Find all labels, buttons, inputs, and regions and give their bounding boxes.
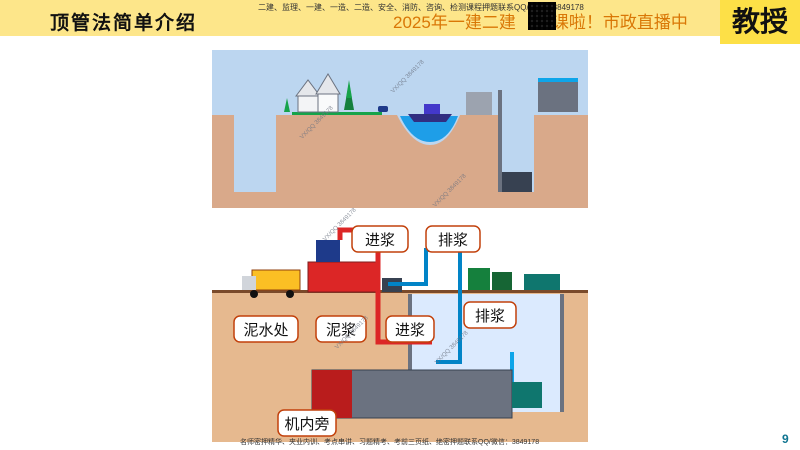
- label-inlet-top-text: 进浆: [365, 231, 395, 249]
- ad-banner-text-head: 2025年一建二建: [393, 13, 516, 32]
- label-slurry-treatment-text: 泥水处: [243, 322, 288, 339]
- equipment-building: [466, 92, 492, 115]
- top-banner: 顶管法简单介绍 二建、监理、一建、一造、二造、安全、消防、咨询、检测课程押题联系…: [0, 0, 800, 36]
- control-room: [524, 274, 560, 290]
- label-machine-side: 机内旁: [277, 409, 337, 437]
- slurry-system-diagram: 进浆 排浆 泥水处 泥浆 进浆 排浆 机内旁: [212, 222, 588, 442]
- jacking-machine: [502, 172, 532, 192]
- label-discharge-top: 排浆: [425, 225, 481, 253]
- river-water: [400, 116, 458, 142]
- label-inlet-left: 进浆: [385, 315, 435, 343]
- tree-icon: [284, 80, 354, 112]
- ad-banner-text-tail: 课啦！市政直播中: [551, 13, 688, 32]
- jacking-cylinder: [512, 382, 542, 408]
- boat-icon: [408, 104, 452, 122]
- qr-code-icon: [528, 2, 556, 30]
- ground-grass: [292, 112, 382, 115]
- shaft-wall-right: [560, 294, 564, 412]
- brand-logo: 教授: [720, 0, 800, 44]
- shaft-wall-left: [408, 294, 412, 412]
- dump-truck-icon: [242, 269, 301, 298]
- container-icon: [468, 268, 490, 290]
- label-discharge-right-text: 排浆: [475, 307, 505, 325]
- separation-unit: [316, 240, 340, 262]
- pipe-jacking-cross-section-diagram: [212, 50, 588, 208]
- label-slurry: 泥浆: [315, 315, 367, 343]
- container-icon: [492, 272, 512, 290]
- label-inlet-top: 进浆: [351, 225, 409, 253]
- label-discharge-right: 排浆: [463, 301, 517, 329]
- car-icon: [378, 106, 388, 112]
- shaft-wall: [498, 90, 502, 192]
- ad-contact-line: 二建、监理、一建、一造、二造、安全、消防、咨询、检测课程押题联系QQ/微信：38…: [258, 3, 584, 12]
- house-icon: [295, 73, 341, 113]
- factory-roof: [538, 78, 578, 82]
- page-number: 9: [782, 432, 789, 446]
- label-discharge-top-text: 排浆: [438, 231, 468, 249]
- page-title: 顶管法简单介绍: [50, 13, 198, 34]
- footer-notice: 名师密押精华、夹业内训、考点串讲、习题精考、考前三页纸、绝密押题联系QQ/微信：…: [240, 439, 540, 446]
- ad-banner-text: 2025年一建二建 课啦！市政直播中: [393, 8, 688, 33]
- slurry-treatment-tank: [307, 261, 379, 293]
- label-inlet-left-text: 进浆: [395, 321, 425, 339]
- label-machine-side-text: 机内旁: [284, 416, 329, 433]
- soil: [212, 115, 588, 208]
- launch-shaft: [234, 115, 276, 192]
- label-slurry-treatment: 泥水处: [233, 315, 299, 343]
- factory-building: [538, 80, 578, 112]
- label-slurry-text: 泥浆: [326, 321, 356, 339]
